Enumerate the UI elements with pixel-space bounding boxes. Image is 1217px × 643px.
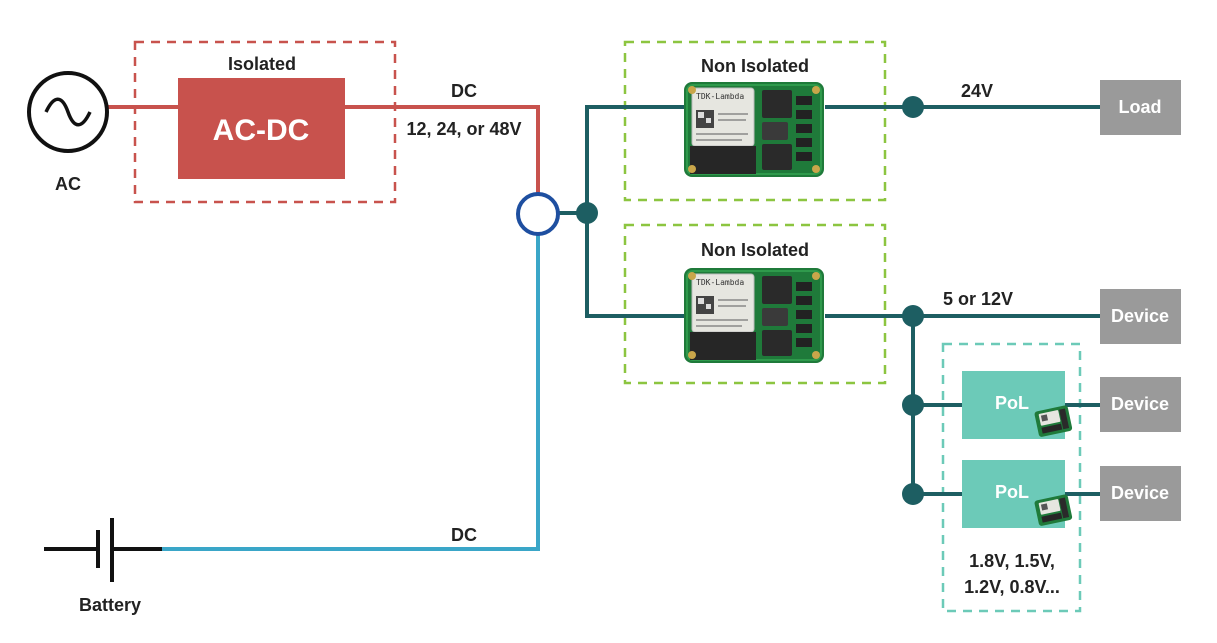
non-isolated-region-1 [623, 40, 887, 202]
output-5-12v-node [902, 305, 924, 327]
load-label: Load [1119, 97, 1162, 117]
device-box-2 [1100, 377, 1181, 432]
load-box [1100, 80, 1181, 135]
bus-upper [585, 105, 684, 213]
pol-label-1: PoL [995, 393, 1029, 413]
ac-source-icon [27, 71, 109, 153]
non-isolated-region-2 [623, 223, 887, 385]
dc-voltages-label: 12, 24, or 48V [406, 119, 521, 139]
dc-dc-module-image-2: TDK-Lambda [683, 267, 825, 364]
device-label-2: Device [1111, 394, 1169, 414]
pol-voltages-line-1: 1.8V, 1.5V, [969, 551, 1055, 571]
bus-node [576, 202, 598, 224]
battery-icon [44, 518, 162, 582]
pol-region [941, 342, 1082, 613]
dc-output-wire [345, 105, 540, 195]
isolated-region [133, 40, 397, 204]
acdc-label: AC-DC [213, 114, 310, 147]
isolated-label: Isolated [228, 54, 296, 74]
device-label-1: Device [1111, 306, 1169, 326]
svg-text:TDK-Lambda: TDK-Lambda [696, 278, 744, 287]
device-label-3: Device [1111, 483, 1169, 503]
device-box-3 [1100, 466, 1181, 521]
non-isolated-label-1: Non Isolated [701, 56, 809, 76]
junction-ring [516, 192, 560, 236]
dc-top-label: DC [451, 81, 477, 101]
dc-dc-module-image-1: TDK-Lambda [683, 81, 825, 178]
bus-lower [585, 213, 684, 318]
pol-node-2 [902, 483, 924, 505]
device-box-1 [1100, 289, 1181, 344]
acdc-converter-block [178, 78, 345, 179]
ac-label: AC [55, 174, 81, 194]
output-24v-node [902, 96, 924, 118]
battery-label: Battery [79, 595, 141, 615]
svg-text:TDK-Lambda: TDK-Lambda [696, 92, 744, 101]
v5-12-label: 5 or 12V [943, 289, 1013, 309]
dc-bottom-label: DC [451, 525, 477, 545]
non-isolated-label-2: Non Isolated [701, 240, 809, 260]
v24-label: 24V [961, 81, 993, 101]
pol-label-2: PoL [995, 482, 1029, 502]
battery-wire [162, 233, 540, 551]
pol-voltages-line-2: 1.2V, 0.8V... [964, 577, 1060, 597]
pol-node-1 [902, 394, 924, 416]
